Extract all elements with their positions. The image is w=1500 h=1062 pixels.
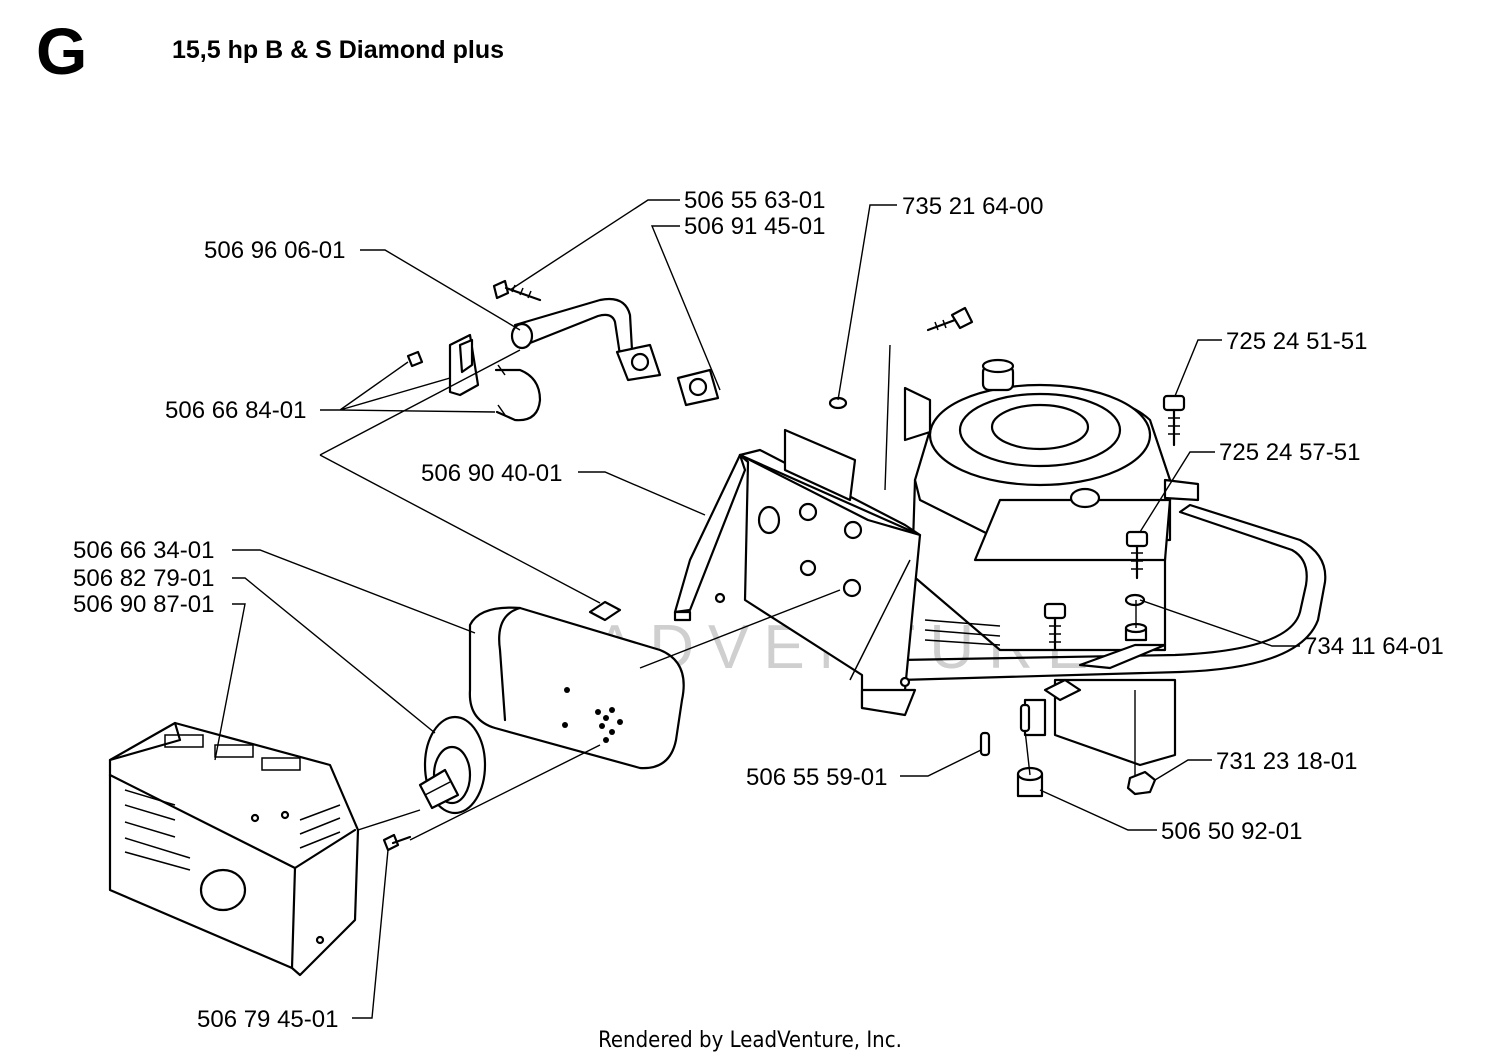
part-label-506-55-63-01: 506 55 63-01 [684,187,825,214]
part-label-506-91-45-01: 506 91 45-01 [684,213,825,240]
leader-lines [214,199,1300,1019]
part-labels: 506 55 63-01 506 91 45-01 735 21 64-00 5… [73,187,1444,1033]
exhaust-pipe-drawing [492,279,720,407]
part-label-506-50-92-01: 506 50 92-01 [1161,818,1302,845]
mount-plate-drawing [673,428,922,717]
engine-drawing [903,358,1200,767]
part-label-506-55-59-01: 506 55 59-01 [746,764,887,791]
part-label-734-11-64-01: 734 11 64-01 [1304,633,1444,660]
part-label-506-66-34-01: 506 66 34-01 [73,537,214,564]
part-label-506-82-79-01: 506 82 79-01 [73,565,214,592]
part-label-735-21-64-00: 735 21 64-00 [902,193,1043,220]
section-letter: G [36,14,88,88]
footer-credit: Rendered by LeadVenture, Inc. [598,1028,902,1053]
muffler-guard-drawing [108,721,412,977]
deflector-drawing [418,715,487,815]
part-label-725-24-57-51: 725 24 57-51 [1219,439,1360,466]
part-label-731-23-18-01: 731 23 18-01 [1216,748,1357,775]
part-label-506-90-87-01: 506 90 87-01 [73,591,214,618]
part-label-506-90-40-01: 506 90 40-01 [421,460,562,487]
part-label-506-66-84-01: 506 66 84-01 [165,397,306,424]
part-label-506-79-45-01: 506 79 45-01 [197,1006,338,1033]
page-title: 15,5 hp B & S Diamond plus [172,36,504,64]
frame-loop-drawing [898,503,1327,702]
clamp-drawing [406,333,542,422]
part-label-506-96-06-01: 506 96 06-01 [204,237,345,264]
muffler-drawing [468,600,685,770]
part-label-725-24-51-51: 725 24 51-51 [1226,328,1367,355]
